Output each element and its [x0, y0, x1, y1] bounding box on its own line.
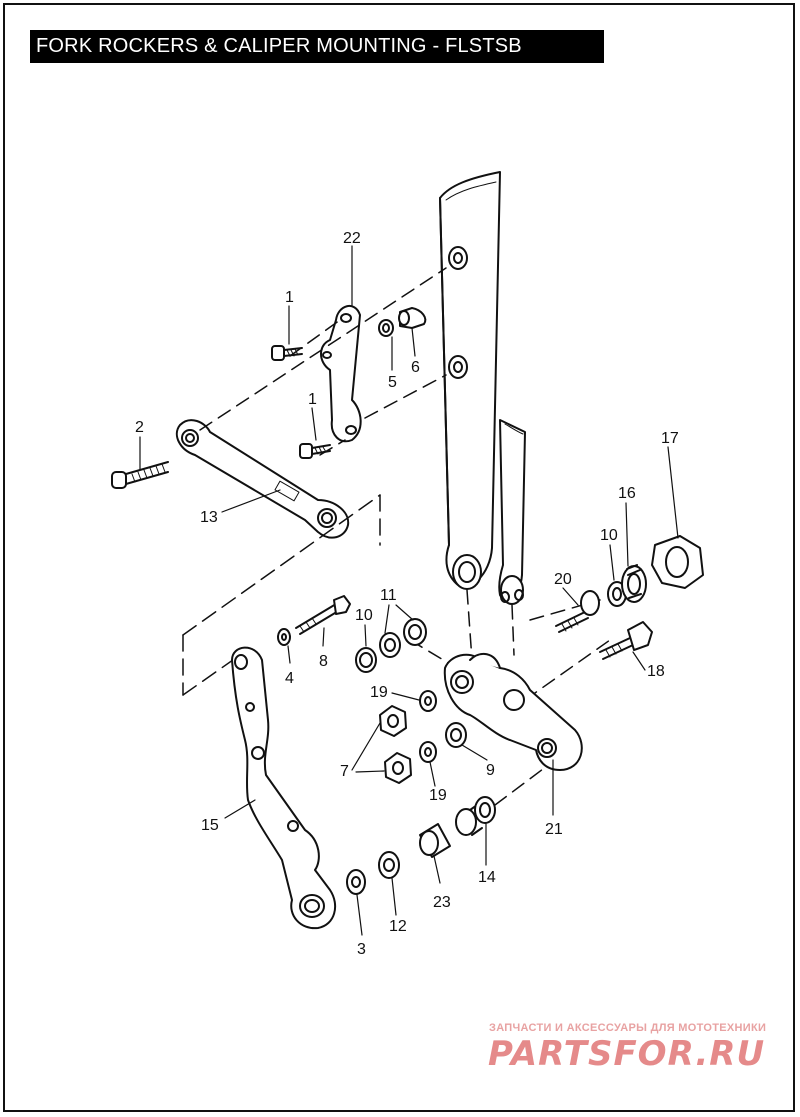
part-4-washer [277, 628, 291, 646]
callout-1-upper: 1 [285, 289, 294, 306]
part-14-bushing [455, 796, 496, 836]
part-19-washer-upper [419, 690, 437, 712]
part-16-bushing [621, 564, 647, 603]
part-12-washer [378, 851, 400, 879]
callout-2: 2 [135, 419, 144, 436]
part-11-bearings [379, 618, 427, 658]
page-title: FORK ROCKERS & CALIPER MOUNTING - FLSTSB [30, 30, 604, 63]
callout-9: 9 [486, 762, 495, 779]
callout-7: 7 [340, 763, 349, 780]
callout-16: 16 [618, 485, 636, 502]
callout-labels: 22 1 5 6 1 2 13 17 16 10 20 11 10 8 4 18… [135, 230, 679, 958]
part-9-spacer [445, 722, 467, 748]
callout-8: 8 [319, 653, 328, 670]
part-2-bolt [111, 461, 169, 489]
dashed-guide-box [182, 494, 381, 696]
fork-slider [439, 171, 501, 590]
part-3-washer [346, 869, 366, 895]
part-1-bolt-upper [271, 345, 303, 361]
callout-3: 3 [357, 941, 366, 958]
callout-12: 12 [389, 918, 407, 935]
part-10-spacer-left [355, 647, 377, 673]
part-5-washer [378, 319, 394, 337]
callout-15: 15 [201, 817, 219, 834]
part-6-acorn-nut [398, 307, 427, 329]
part-7-nut-upper [379, 705, 407, 737]
callout-1-lower: 1 [308, 391, 317, 408]
callout-5: 5 [388, 374, 397, 391]
part-21-caliper-bracket [443, 652, 583, 771]
callout-19-upper: 19 [370, 684, 388, 701]
fork-inner-rod [498, 419, 526, 605]
callout-22: 22 [343, 230, 361, 247]
part-18-bolt [599, 621, 653, 660]
callout-21: 21 [545, 821, 563, 838]
part-20-bolt [555, 590, 600, 633]
callout-17: 17 [661, 430, 679, 447]
callout-10-right: 10 [600, 527, 618, 544]
part-23-sleeve [419, 823, 451, 858]
callout-6: 6 [411, 359, 420, 376]
leader-lines [139, 245, 679, 936]
callout-13: 13 [200, 509, 218, 526]
part-17-hex-nut [651, 535, 704, 589]
watermark-subtitle: ЗАПЧАСТИ И АКСЕССУАРЫ ДЛЯ МОТОТЕХНИКИ [489, 1022, 767, 1034]
part-22-bracket [320, 305, 362, 443]
callout-4: 4 [285, 670, 294, 687]
part-7-nut-lower [384, 752, 412, 784]
callout-18: 18 [647, 663, 665, 680]
callout-20: 20 [554, 571, 572, 588]
part-15-fork-rocker [231, 646, 337, 930]
callout-19-lower: 19 [429, 787, 447, 804]
callout-10-left: 10 [355, 607, 373, 624]
callout-23: 23 [433, 894, 451, 911]
part-19-washer-lower [419, 741, 437, 763]
part-8-bolt [295, 595, 351, 635]
watermark-brand-logo: PARTSFOR.RU [488, 1034, 766, 1074]
callout-14: 14 [478, 869, 496, 886]
callout-11: 11 [380, 587, 397, 604]
